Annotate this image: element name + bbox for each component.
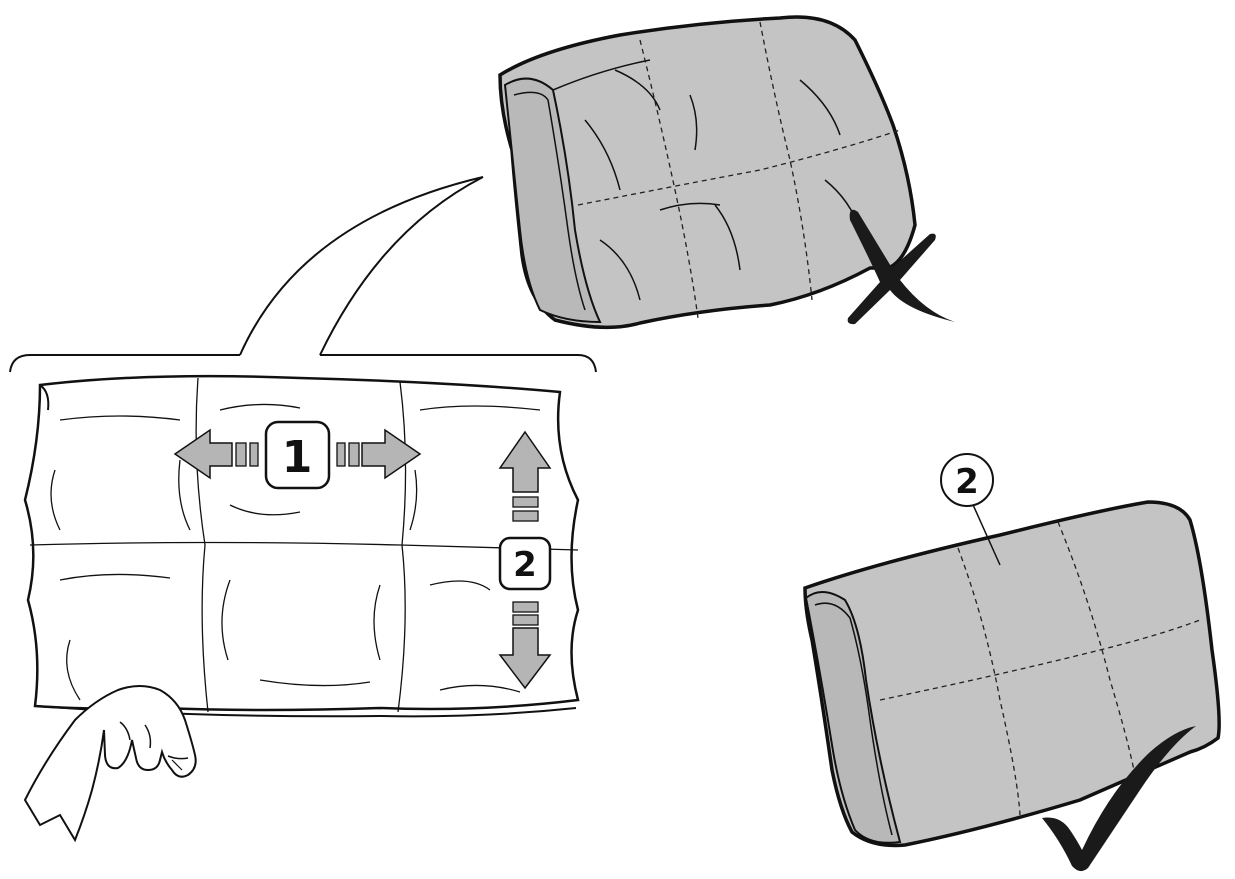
correct-check-icon (1042, 726, 1196, 872)
result-callout-label: 2 (955, 462, 979, 502)
step-1-horizontal-arrows: 1 (173, 420, 422, 490)
step-2-label-box (498, 536, 552, 591)
smooth-cushion-side-panel (804, 591, 902, 844)
smooth-cushion-body (803, 500, 1221, 848)
arrow-left-icon (173, 428, 259, 480)
wrong-cross-icon (847, 209, 955, 325)
arrow-up-icon (498, 430, 552, 522)
step-2-vertical-arrows: 2 (498, 430, 552, 690)
step-1-label: 1 (282, 432, 313, 483)
lumpy-cushion-wrong (498, 15, 917, 330)
step-2-label: 2 (513, 545, 537, 585)
hand-illustration (23, 685, 197, 843)
lumpy-cushion-side-panel (503, 77, 602, 324)
arrow-right-icon (336, 428, 422, 480)
smooth-cushion-correct (803, 497, 1221, 848)
result-callout: 2 (940, 453, 994, 507)
arrow-down-icon (498, 601, 552, 690)
zoom-callout (9, 176, 597, 373)
step-1-label-box (264, 420, 331, 490)
